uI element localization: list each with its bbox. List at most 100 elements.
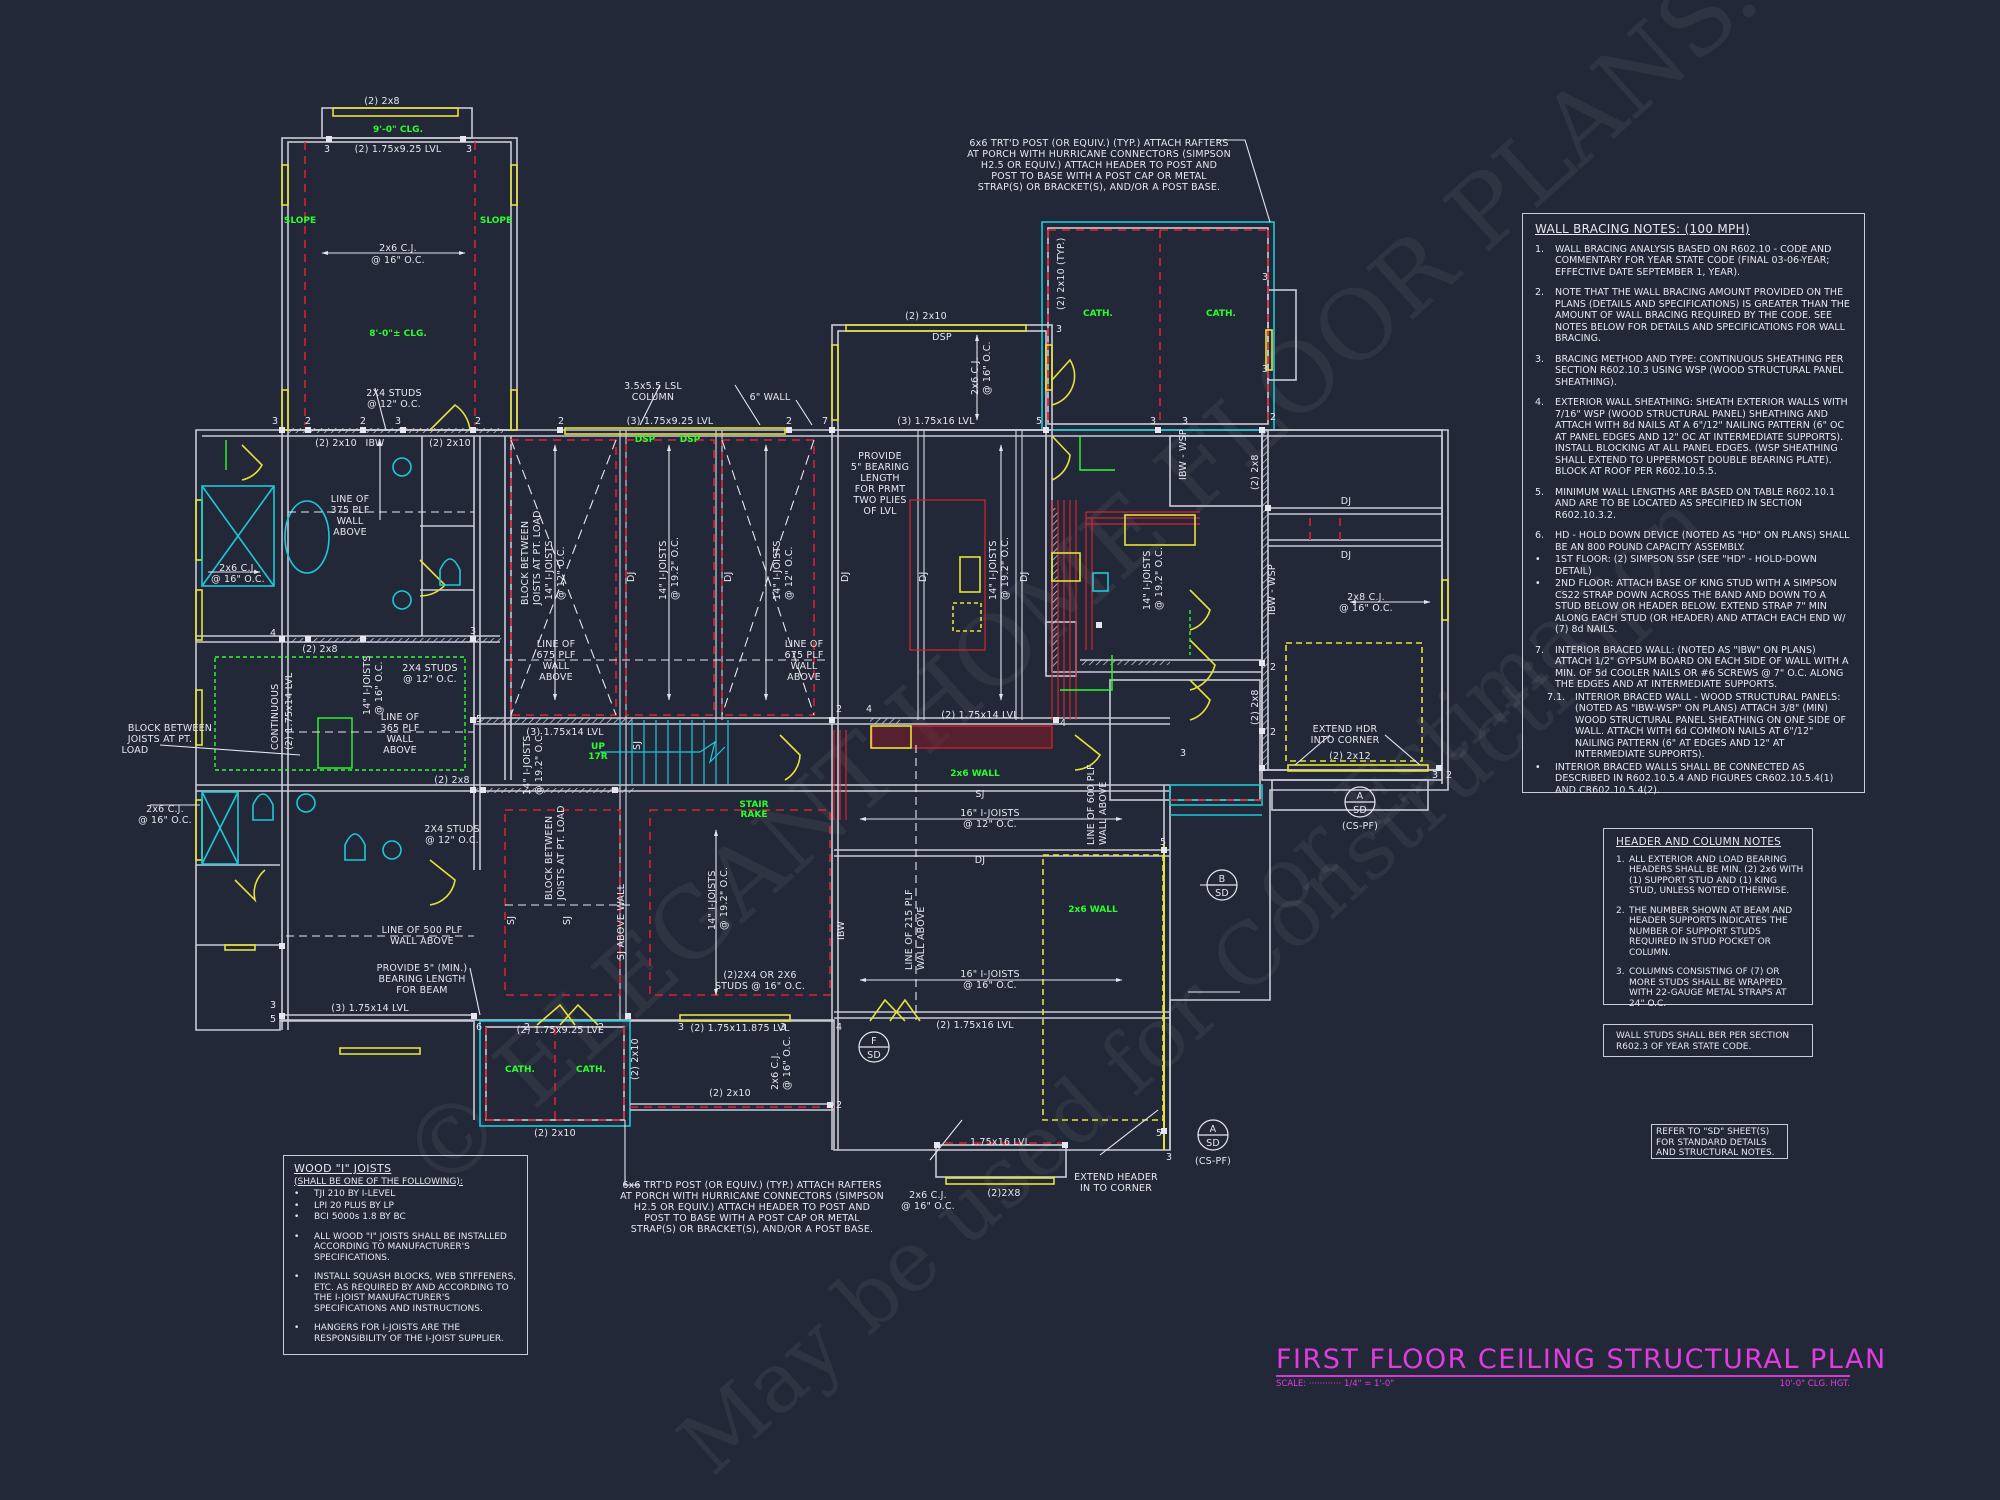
svg-text:(3) 1.75x16 LVL: (3) 1.75x16 LVL (897, 416, 975, 427)
drawing-scale: SCALE: ············ 1/4" = 1'-0" (1276, 1379, 1395, 1389)
svg-text:EXTEND HDR: EXTEND HDR (1313, 724, 1378, 735)
svg-text:DJ: DJ (918, 571, 929, 582)
svg-text:3: 3 (678, 1022, 684, 1033)
svg-text:OF LVL: OF LVL (863, 506, 897, 517)
svg-text:SD: SD (1206, 1138, 1220, 1149)
svg-text:BLOCK BETWEEN: BLOCK BETWEEN (544, 816, 555, 900)
svg-text:DSP: DSP (635, 435, 656, 445)
svg-text:3: 3 (1432, 770, 1438, 781)
svg-text:(2) 1.75x16 LVL: (2) 1.75x16 LVL (936, 1020, 1014, 1031)
svg-text:DJ: DJ (1341, 496, 1352, 507)
svg-text:STUDS @ 16" O.C.: STUDS @ 16" O.C. (715, 981, 805, 992)
svg-text:(2) 1.75x11.875 LVL: (2) 1.75x11.875 LVL (690, 1023, 790, 1034)
svg-text:CATH.: CATH. (1083, 309, 1113, 319)
svg-text:2x6 WALL: 2x6 WALL (950, 769, 1000, 779)
svg-text:A: A (1357, 791, 1364, 802)
kitchen-outlines (833, 499, 1200, 820)
svg-text:4: 4 (836, 1022, 842, 1033)
wall-bracing-notes-title: WALL BRACING NOTES: (100 MPH) (1535, 222, 1750, 236)
svg-text:POST TO BASE WITH A POST CAP O: POST TO BASE WITH A POST CAP OR METAL (991, 171, 1207, 182)
svg-text:(2) 2x10: (2) 2x10 (429, 438, 471, 449)
svg-text:A: A (1210, 1124, 1217, 1135)
svg-text:5: 5 (476, 714, 482, 725)
svg-text:3: 3 (780, 1022, 786, 1033)
svg-text:@ 19.2" O.C.: @ 19.2" O.C. (534, 732, 545, 795)
svg-text:5" BEARING: 5" BEARING (851, 462, 909, 473)
svg-text:6: 6 (476, 1022, 482, 1033)
svg-text:SJ: SJ (562, 916, 573, 925)
svg-text:EXTEND HEADER: EXTEND HEADER (1074, 1172, 1158, 1183)
svg-text:(2) 2x8: (2) 2x8 (1250, 689, 1261, 725)
svg-text:3: 3 (1166, 1152, 1172, 1163)
svg-text:16" I-JOISTS: 16" I-JOISTS (960, 969, 1020, 980)
svg-text:4: 4 (866, 704, 872, 715)
svg-text:5: 5 (1160, 837, 1166, 848)
svg-text:(CS-PF): (CS-PF) (1342, 821, 1378, 832)
svg-text:SJ: SJ (975, 789, 984, 800)
svg-text:WALL ABOVE: WALL ABOVE (1098, 781, 1109, 845)
note-item: 3.BRACING METHOD AND TYPE: CONTINUOUS SH… (1535, 353, 1844, 388)
svg-text:4: 4 (1060, 718, 1066, 729)
svg-text:WALL: WALL (543, 661, 570, 672)
svg-text:1.75x16 LVL: 1.75x16 LVL (970, 1137, 1031, 1148)
wall-bracing-notes-panel: WALL BRACING NOTES: (100 MPH) 1.WALL BRA… (1522, 213, 1865, 796)
svg-text:3: 3 (272, 416, 278, 427)
svg-text:365 PLF: 365 PLF (380, 723, 419, 734)
svg-text:LINE OF 500 PLF: LINE OF 500 PLF (382, 925, 463, 936)
joist-note: •HANGERS FOR I-JOISTS ARE THE RESPONSIBI… (294, 1323, 504, 1344)
svg-text:3: 3 (1262, 272, 1268, 283)
svg-text:14" I-JOISTS: 14" I-JOISTS (658, 540, 669, 600)
drawing-title: FIRST FLOOR CEILING STRUCTURAL PLAN (1276, 1344, 1887, 1377)
svg-text:LINE OF: LINE OF (537, 639, 576, 650)
note-item: 2.NOTE THAT THE WALL BRACING AMOUNT PROV… (1535, 287, 1850, 344)
svg-text:JOISTS AT PT.: JOISTS AT PT. (127, 734, 193, 745)
svg-text:WALL ABOVE: WALL ABOVE (916, 906, 927, 970)
svg-text:LINE OF: LINE OF (331, 494, 370, 505)
svg-text:(3) 1.75x9.25 LVL: (3) 1.75x9.25 LVL (627, 416, 714, 427)
svg-text:DJ: DJ (975, 855, 986, 866)
svg-text:2x6 C.J.: 2x6 C.J. (146, 804, 184, 815)
note-item: 7.1.INTERIOR BRACED WALL - WOOD STRUCTUR… (1547, 691, 1847, 761)
svg-text:IN TO CORNER: IN TO CORNER (1080, 1183, 1152, 1194)
svg-text:H2.5 OR EQUIV.) ATTACH HEADER: H2.5 OR EQUIV.) ATTACH HEADER TO POST AN… (634, 1202, 870, 1213)
refer-sd-note: REFER TO "SD" SHEET(S) FOR STANDARD DETA… (1651, 1124, 1788, 1159)
svg-text:DJ: DJ (1341, 550, 1352, 561)
svg-text:SD: SD (1215, 888, 1229, 899)
svg-text:ABOVE: ABOVE (383, 745, 417, 756)
svg-text:SJ: SJ (632, 741, 643, 750)
note-item: 2.THE NUMBER SHOWN AT BEAM AND HEADER SU… (1616, 905, 1793, 958)
svg-text:17R: 17R (588, 752, 608, 762)
svg-text:14" I-JOISTS: 14" I-JOISTS (522, 735, 533, 795)
svg-text:STAIR: STAIR (739, 800, 768, 810)
svg-text:WALL: WALL (337, 516, 364, 527)
joist-note: •INSTALL SQUASH BLOCKS, WEB STIFFENERS, … (294, 1272, 517, 1314)
svg-text:SD: SD (867, 1050, 881, 1061)
svg-text:2: 2 (836, 1100, 842, 1111)
svg-text:@ 16" O.C.: @ 16" O.C. (901, 1201, 955, 1212)
svg-text:@ 19.2" O.C.: @ 19.2" O.C. (1154, 547, 1165, 610)
svg-text:675 PLF: 675 PLF (536, 650, 575, 661)
svg-text:6x6 TRT'D POST (OR EQUIV.) (TY: 6x6 TRT'D POST (OR EQUIV.) (TYP.) ATTACH… (969, 138, 1228, 149)
svg-text:4: 4 (270, 628, 276, 639)
svg-text:2X4 STUDS: 2X4 STUDS (424, 824, 480, 835)
svg-text:@ 12" O.C.: @ 12" O.C. (403, 674, 457, 685)
svg-text:CATH.: CATH. (1206, 309, 1236, 319)
svg-text:B: B (1219, 874, 1226, 885)
svg-text:PROVIDE 5" (MIN.): PROVIDE 5" (MIN.) (377, 963, 468, 974)
note-item: 7.INTERIOR BRACED WALL: (NOTED AS "IBW" … (1535, 644, 1849, 691)
svg-text:WALL: WALL (791, 661, 818, 672)
wall-studs-note: WALL STUDS SHALL BER PER SECTION R602.3 … (1603, 1024, 1813, 1057)
svg-text:5: 5 (1036, 416, 1042, 427)
svg-text:3: 3 (1150, 416, 1156, 427)
svg-text:9'-0" CLG.: 9'-0" CLG. (373, 125, 423, 135)
svg-text:(2) 2x10 (TYP.): (2) 2x10 (TYP.) (1056, 237, 1067, 310)
svg-text:6x6 TRT'D POST (OR EQUIV.) (TY: 6x6 TRT'D POST (OR EQUIV.) (TYP.) ATTACH… (622, 1180, 881, 1191)
svg-text:14" I-JOISTS: 14" I-JOISTS (362, 655, 373, 715)
svg-text:2x8 C.J.: 2x8 C.J. (1347, 592, 1385, 603)
joist-note: •ALL WOOD "I" JOISTS SHALL BE INSTALLED … (294, 1231, 507, 1263)
svg-text:7: 7 (822, 416, 828, 427)
svg-text:2: 2 (1446, 770, 1452, 781)
svg-text:BLOCK BETWEEN: BLOCK BETWEEN (128, 723, 212, 734)
section-markers (858, 786, 1376, 1151)
